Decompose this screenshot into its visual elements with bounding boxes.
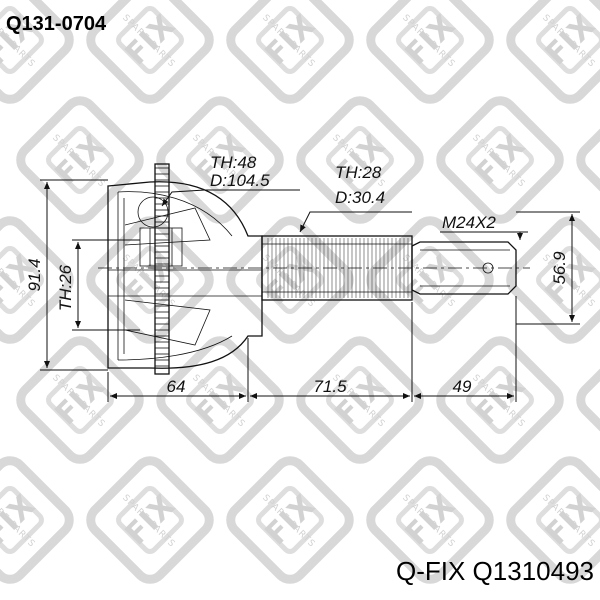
dim-shaft-diameter: 56.9	[550, 251, 569, 285]
part-code: Q131-0704	[6, 13, 107, 35]
dim-spline-diameter: D:30.4	[335, 188, 385, 207]
brand-part-number: Q-FIX Q1310493	[396, 556, 594, 586]
dim-abs-ring-teeth: TH:48	[210, 153, 257, 172]
cv-joint-outline	[98, 163, 530, 375]
dim-len-housing: 64	[167, 377, 186, 396]
dim-abs-diameter: D:104.5	[210, 171, 270, 190]
dim-inner-teeth: TH:26	[56, 264, 75, 311]
dim-spline-teeth: TH:28	[335, 163, 382, 182]
dimension-lines	[40, 179, 580, 402]
dim-len-thread: 49	[453, 377, 472, 396]
dim-thread: M24X2	[442, 213, 496, 232]
dim-outer-diameter: 91.4	[25, 258, 44, 291]
dim-len-spline: 71.5	[313, 377, 347, 396]
